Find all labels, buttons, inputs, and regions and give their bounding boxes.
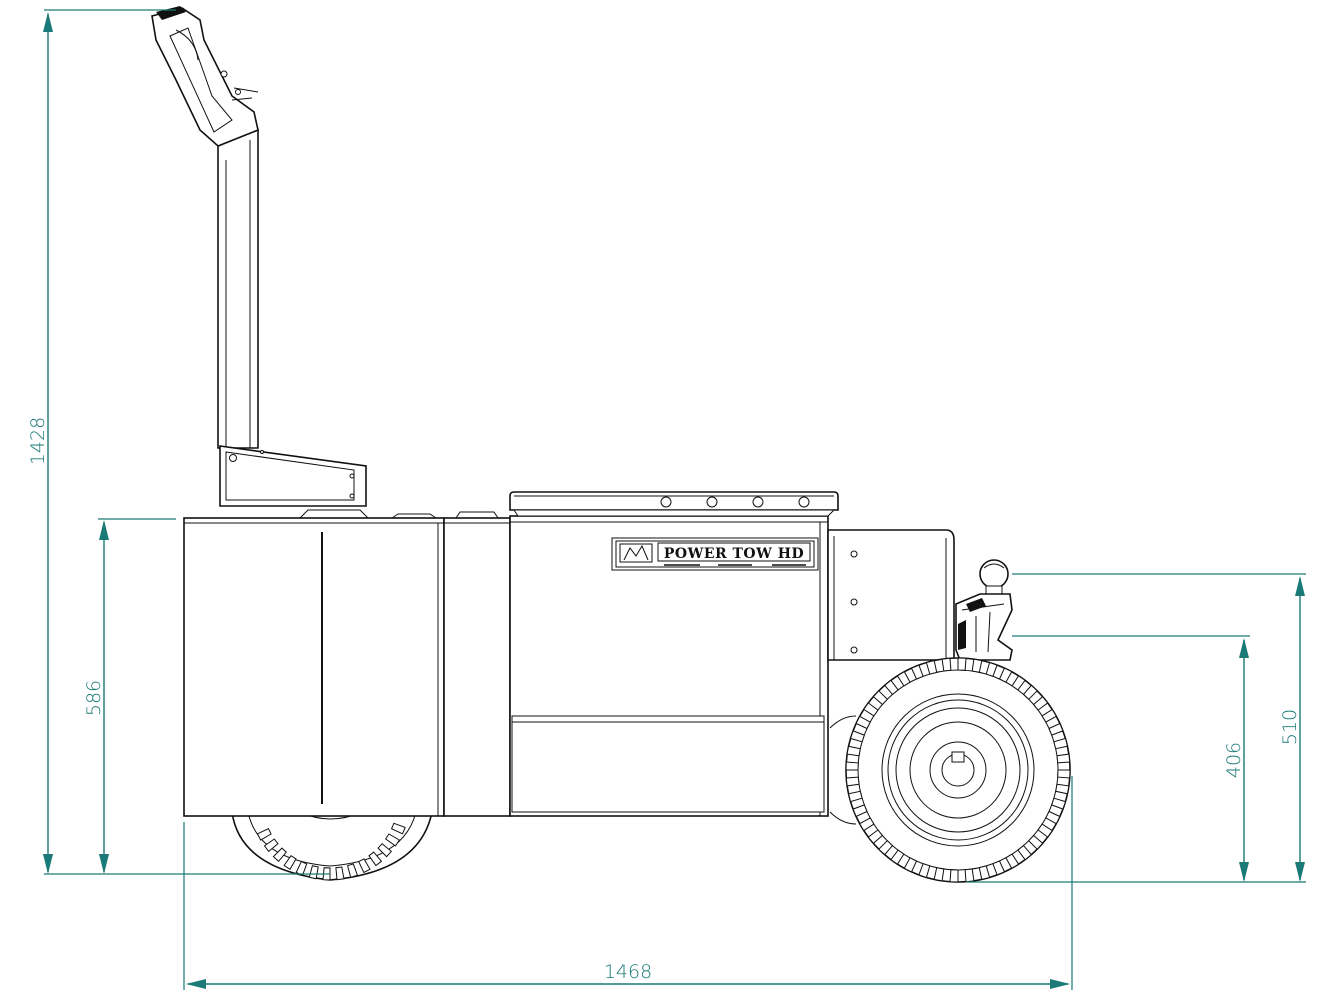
tread-block: [971, 658, 983, 673]
dim-label-hitch-ball-height: 510: [1279, 709, 1301, 745]
tread-block: [883, 679, 899, 696]
tread-block: [1005, 853, 1020, 869]
tread-block: [863, 702, 879, 717]
tread-block: [998, 667, 1013, 683]
dim-label-overall-length: 1468: [604, 961, 652, 983]
rear-wheel: [231, 811, 433, 881]
tread-block: [358, 858, 371, 874]
product-label: POWER TOW HD: [664, 546, 804, 562]
tread-block: [256, 828, 272, 841]
dim-label-body-height: 586: [83, 680, 105, 716]
center-column: [443, 517, 511, 817]
tread-block: [896, 671, 911, 687]
tread-block: [335, 866, 345, 881]
dim-hitch-receiver-height: 406: [1223, 638, 1249, 882]
tread-block: [1045, 810, 1061, 825]
tread-block: [964, 868, 975, 883]
tread-block: [918, 863, 931, 879]
tread-block: [1041, 708, 1057, 723]
tiller-handle: [151, 6, 367, 507]
tread-block: [263, 838, 279, 853]
tread-block: [390, 822, 406, 835]
dim-label-hitch-receiver-height: 406: [1223, 742, 1245, 778]
tread-block: [1053, 737, 1069, 750]
tread-block: [941, 657, 952, 672]
tread-block: [859, 817, 875, 832]
tread-block: [1057, 769, 1071, 779]
tread-block: [385, 833, 401, 847]
tread-block: [852, 804, 868, 818]
tread-block: [985, 661, 998, 677]
tread-block: [847, 790, 863, 803]
tread-block: [295, 860, 308, 876]
tread-block: [308, 865, 319, 880]
tread-block: [855, 715, 871, 730]
tread-block: [1048, 722, 1064, 736]
dimension-lines: 1428 586 1468 510 406: [27, 9, 1306, 990]
top-rail: [509, 491, 839, 517]
tread-block: [1022, 684, 1038, 700]
tread-block: [272, 847, 287, 863]
tread-block: [849, 730, 865, 743]
front-wheel: [845, 657, 1071, 883]
dim-overall-length: 1468: [186, 961, 1070, 989]
tread-block: [346, 863, 359, 878]
chain-guard: [829, 715, 857, 729]
tread-block: [949, 869, 959, 883]
tread-block: [957, 657, 967, 671]
tread-block: [1055, 783, 1070, 795]
tread-block: [903, 857, 918, 873]
tread-block: [368, 851, 383, 867]
dim-hitch-ball-height: 510: [1279, 576, 1305, 882]
tug-machine: POWER TOW HD: [151, 6, 1071, 883]
tread-block: [872, 690, 888, 706]
logo-plate: POWER TOW HD: [611, 537, 819, 571]
tread-block: [845, 761, 859, 771]
tread-block: [1011, 675, 1026, 691]
tread-block: [867, 829, 884, 845]
tread-block: [878, 840, 894, 856]
tread-block: [1051, 797, 1067, 810]
tread-block: [992, 860, 1006, 876]
tread-block: [1032, 695, 1049, 711]
tread-block: [910, 664, 924, 680]
tread-block: [978, 865, 991, 881]
tread-block: [1037, 823, 1053, 838]
tread-block: [377, 843, 393, 858]
tow-hitch: [955, 559, 1013, 661]
front-hitch-plate: [827, 529, 955, 661]
tread-block: [846, 745, 861, 757]
tread-block: [845, 776, 860, 787]
battery-cap: [298, 509, 370, 519]
tread-block: [933, 867, 945, 882]
tread-block: [283, 855, 297, 871]
tread-block: [1028, 834, 1044, 850]
battery-housing: [183, 517, 445, 817]
tread-block: [890, 849, 905, 865]
dim-label-total-height: 1428: [27, 417, 49, 465]
dim-total-height: 1428: [27, 12, 53, 874]
tread-block: [1017, 844, 1033, 861]
dim-body-height: 586: [83, 520, 109, 874]
tread-block: [1056, 753, 1071, 764]
tread-block: [925, 659, 938, 675]
